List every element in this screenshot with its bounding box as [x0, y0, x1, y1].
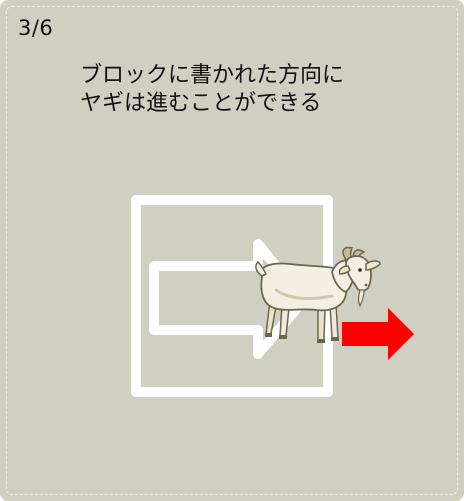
page-counter: 3/6	[18, 16, 54, 40]
move-arrow-right-icon	[342, 308, 414, 360]
goat-icon	[255, 246, 381, 343]
instruction-text: ブロックに書かれた方向に ヤギは進むことができる	[80, 62, 420, 118]
instruction-line-1: ブロックに書かれた方向に	[80, 63, 345, 88]
instruction-line-2: ヤギは進むことができる	[80, 91, 322, 116]
panel-dashed-border	[6, 6, 458, 495]
